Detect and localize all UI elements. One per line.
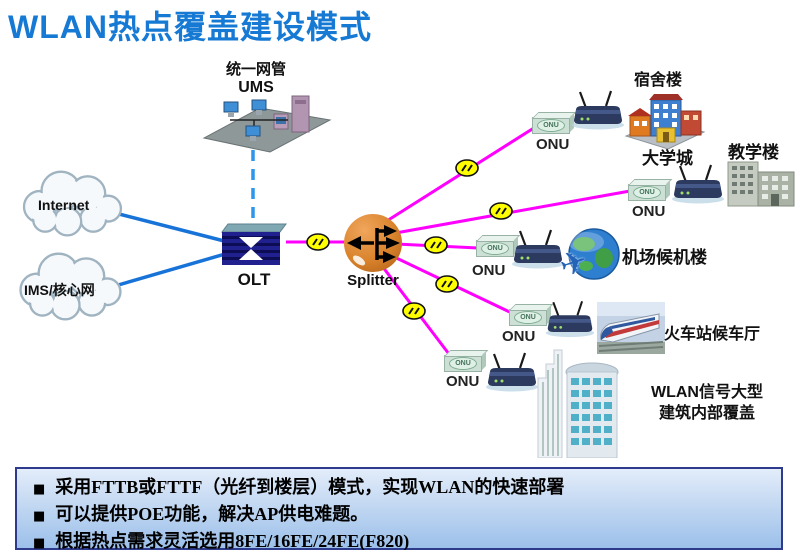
fiber-connector-icon (424, 236, 448, 254)
train-photo (597, 302, 665, 354)
internet-cloud (22, 170, 123, 237)
teaching-building-label: 教学楼 (728, 143, 779, 162)
fiber-splitter-onu1 (381, 124, 538, 226)
onu-label: ONU (446, 373, 480, 390)
onu-device: ONU (628, 184, 666, 201)
onu-label: ONU (472, 262, 506, 279)
splitter-icon (344, 214, 402, 272)
ims-cloud-label: IMS/核心网 (24, 282, 95, 298)
notes-box: ■ 采用FTTB或FTTF（光纤到楼层）模式，实现WLAN的快速部署 ■ 可以提… (15, 467, 783, 550)
wlan-coverage-label: WLAN信号大型 建筑内部覆盖 (640, 382, 774, 424)
onu-device-tag: ONU (481, 242, 509, 255)
dormitory-label: 宿舍楼 (634, 72, 683, 89)
onu-device: ONU (444, 355, 482, 372)
olt-label: OLT (237, 270, 271, 289)
train-station-label: 火车站候车厅 (664, 326, 761, 343)
onu-label: ONU (502, 328, 536, 345)
fiber-connector-icon (306, 233, 330, 251)
bullet-square-icon: ■ (33, 536, 46, 550)
globe-icon (568, 228, 620, 280)
onu-label: ONU (536, 136, 570, 153)
ums-label-line1: 统一网管 (225, 61, 286, 78)
wifi-ap-icon (570, 90, 626, 130)
note-bullet-1: ■ 采用FTTB或FTTF（光纤到楼层）模式，实现WLAN的快速部署 (17, 474, 781, 501)
splitter-label: Splitter (347, 272, 399, 289)
note-bullet-2: ■ 可以提供POE功能，解决AP供电难题。 (17, 501, 781, 528)
dormitory-building-icon (624, 94, 706, 150)
university-town-label: 大学城 (642, 149, 693, 168)
ums-label: 统一网管 UMS (196, 58, 316, 97)
page-title: WLAN热点覆盖建设模式 (8, 9, 372, 45)
onu-device: ONU (509, 309, 547, 326)
fiber-connector-icon (402, 302, 426, 320)
link-ims-olt (107, 250, 233, 290)
airport-label: 机场候机楼 (622, 248, 707, 267)
wifi-ap-icon (484, 352, 540, 392)
wifi-ap-icon (670, 164, 726, 204)
wifi-ap-icon (544, 300, 596, 338)
bullet-square-icon: ■ (33, 509, 46, 524)
skyscraper-icon (537, 349, 619, 458)
splitter-arrows (347, 225, 400, 263)
note-bullet-3: ■ 根据热点需求灵活选用8FE/16FE/24FE(F820) (17, 528, 781, 550)
fiber-connector-icon (489, 202, 513, 220)
link-internet-olt (114, 211, 233, 245)
onu-device: ONU (476, 240, 514, 257)
fiber-connector-icon (455, 159, 479, 177)
onu-device-tag: ONU (514, 311, 542, 324)
wlan-coverage-line1: WLAN信号大型 (651, 384, 763, 401)
onu-device-tag: ONU (537, 119, 565, 132)
teaching-building-icon (727, 161, 795, 207)
onu-device-tag: ONU (449, 357, 477, 370)
olt-device-icon (221, 223, 287, 265)
fiber-connector-icon (435, 275, 459, 293)
internet-cloud-label: Internet (38, 197, 90, 213)
note-text-1: 采用FTTB或FTTF（光纤到楼层）模式，实现WLAN的快速部署 (55, 477, 565, 497)
ims-core-cloud (19, 252, 122, 321)
ums-label-line2: UMS (238, 79, 274, 96)
note-text-3: 根据热点需求灵活选用8FE/16FE/24FE(F820) (55, 531, 410, 550)
fiber-connector-icons (306, 159, 513, 320)
ums-platform-icon (202, 95, 332, 153)
note-text-2: 可以提供POE功能，解决AP供电难题。 (55, 504, 369, 524)
onu-device-tag: ONU (633, 186, 661, 199)
onu-label: ONU (632, 203, 666, 220)
wlan-coverage-line2: 建筑内部覆盖 (658, 405, 755, 422)
onu-device: ONU (532, 117, 570, 134)
bullet-square-icon: ■ (33, 482, 46, 497)
